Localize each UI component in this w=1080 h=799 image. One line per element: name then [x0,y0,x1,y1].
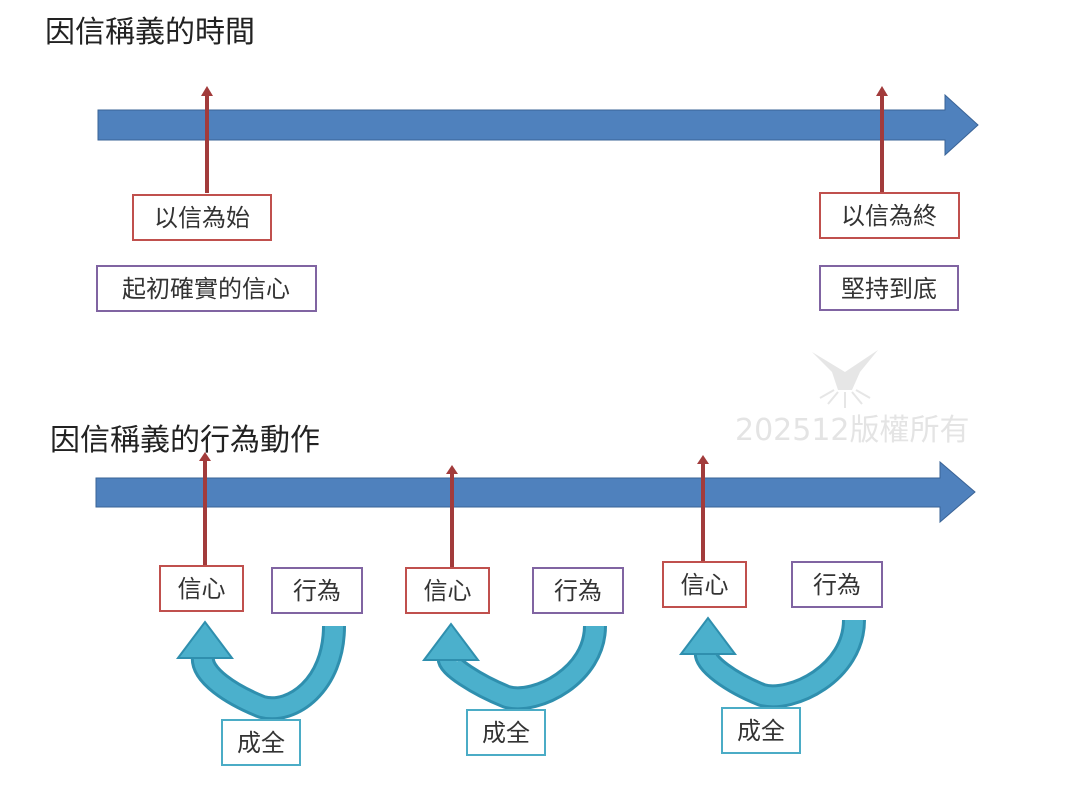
watermark-text: 202512版權所有 [735,413,970,448]
start-desc-box [96,265,317,312]
action-label: 行為 [554,577,602,605]
action-label: 行為 [813,571,861,599]
complete-box [221,719,301,766]
faith-box [159,565,244,612]
complete-label: 成全 [737,717,785,745]
start-label-box [132,194,272,241]
action-label: 行為 [293,577,341,605]
timeline-arrow-time [97,93,979,157]
faith-label: 信心 [424,577,472,605]
start-desc: 起初確實的信心 [122,275,290,303]
faith-box [405,567,490,614]
complete-box [721,707,801,754]
marker-arrow [446,465,458,568]
faith-label: 信心 [681,571,729,599]
end-desc-box [819,265,959,311]
action-box [791,561,883,608]
faith-box [662,561,747,608]
complete-box [466,709,546,756]
watermark: 202512版權所有 [735,350,970,448]
marker-arrow-start [201,86,213,193]
section-title-time: 因信稱義的時間 [45,15,255,50]
curved-arrow-icon [679,616,866,709]
marker-arrow [697,455,709,562]
marker-arrow-end [876,86,888,193]
end-desc: 堅持到底 [841,275,937,303]
dove-logo-icon [812,350,878,390]
start-label: 以信為始 [154,204,250,232]
action-box [532,567,624,614]
curved-arrow-icon [422,622,607,711]
section-title-actions: 因信稱義的行為動作 [50,423,320,458]
end-label: 以信為終 [841,202,937,230]
timeline-arrow-actions [95,460,976,524]
marker-arrow [199,452,211,566]
faith-label: 信心 [178,575,226,603]
end-label-box [819,192,960,239]
action-box [271,567,363,614]
complete-label: 成全 [482,719,530,747]
curved-arrow-icon [176,620,346,721]
complete-label: 成全 [237,729,285,757]
